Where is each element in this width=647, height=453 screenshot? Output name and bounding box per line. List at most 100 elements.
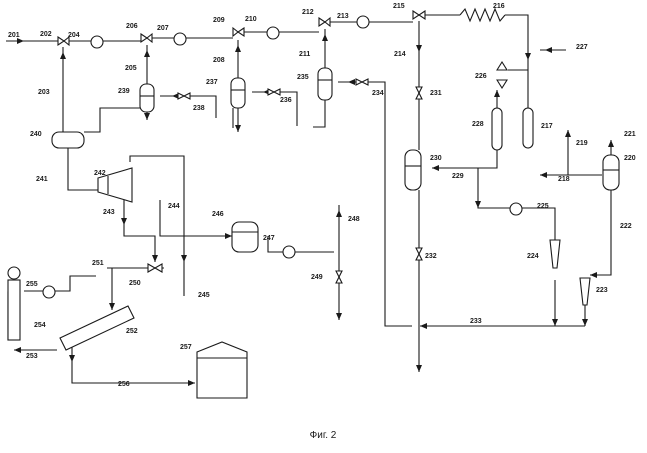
label-240: 240 — [30, 131, 42, 138]
reference-labels: 201 202 203 204 205 206 207 208 209 210 … — [8, 3, 636, 388]
label-224: 224 — [527, 253, 539, 260]
label-226: 226 — [475, 73, 487, 80]
valve-212 — [318, 16, 331, 28]
valve-250 — [147, 263, 163, 273]
label-215: 215 — [393, 3, 405, 10]
label-248: 248 — [348, 216, 360, 223]
label-255: 255 — [26, 281, 38, 288]
column-239 — [139, 83, 155, 113]
label-227: 227 — [576, 44, 588, 51]
label-249: 249 — [311, 274, 323, 281]
pump-213 — [356, 15, 370, 29]
pump-207 — [173, 32, 187, 46]
label-246: 246 — [212, 211, 224, 218]
label-237: 237 — [206, 79, 218, 86]
pump-247 — [282, 245, 296, 259]
label-229: 229 — [452, 173, 464, 180]
label-238: 238 — [193, 105, 205, 112]
column-235 — [317, 67, 333, 101]
label-205: 205 — [125, 65, 137, 72]
tank-257 — [196, 341, 248, 399]
label-223: 223 — [596, 287, 608, 294]
valve-238 — [177, 92, 191, 100]
valve-202 — [57, 35, 70, 47]
hydrocyclone-223 — [579, 277, 591, 306]
label-210: 210 — [245, 16, 257, 23]
label-204: 204 — [68, 32, 80, 39]
label-234: 234 — [372, 90, 384, 97]
label-253: 253 — [26, 353, 38, 360]
equipment — [7, 7, 620, 399]
label-230: 230 — [430, 155, 442, 162]
label-252: 252 — [126, 328, 138, 335]
label-221: 221 — [624, 131, 636, 138]
label-203: 203 — [38, 89, 50, 96]
label-219: 219 — [576, 140, 588, 147]
label-236: 236 — [280, 97, 292, 104]
label-214: 214 — [394, 51, 406, 58]
label-256: 256 — [118, 381, 130, 388]
label-241: 241 — [36, 176, 48, 183]
valve-209 — [232, 26, 245, 38]
column-254 — [7, 266, 21, 341]
heater-216 — [459, 7, 506, 23]
column-237 — [230, 77, 246, 109]
label-257: 257 — [180, 344, 192, 351]
exchanger-240 — [51, 131, 85, 149]
column-230 — [404, 149, 422, 191]
label-222: 222 — [620, 223, 632, 230]
valve-231 — [415, 86, 423, 100]
label-228: 228 — [472, 121, 484, 128]
valve-249 — [335, 270, 343, 284]
pump-225 — [509, 202, 523, 216]
vessel-228 — [491, 107, 503, 151]
valve-215 — [412, 9, 426, 21]
pump-210 — [266, 26, 280, 40]
valve-236 — [267, 88, 281, 96]
label-202: 202 — [40, 31, 52, 38]
label-208: 208 — [213, 57, 225, 64]
piping-lines — [6, 14, 612, 384]
flow-arrows — [14, 34, 614, 386]
label-244: 244 — [168, 203, 180, 210]
label-211: 211 — [299, 51, 310, 58]
label-218: 218 — [558, 176, 570, 183]
label-250: 250 — [129, 280, 141, 287]
label-213: 213 — [337, 13, 349, 20]
pump-204 — [90, 35, 104, 49]
hydrocyclone-224 — [549, 239, 561, 269]
drum-246 — [231, 221, 259, 253]
label-247: 247 — [263, 235, 275, 242]
vessel-217 — [522, 107, 534, 149]
label-233: 233 — [470, 318, 482, 325]
pump-255 — [42, 285, 56, 299]
label-242: 242 — [94, 170, 106, 177]
label-239: 239 — [118, 88, 130, 95]
label-207: 207 — [157, 25, 169, 32]
label-212: 212 — [302, 9, 314, 16]
valve-234 — [355, 78, 369, 86]
column-220 — [602, 154, 620, 191]
label-245: 245 — [198, 292, 210, 299]
label-254: 254 — [34, 322, 46, 329]
valve-226 — [496, 60, 508, 90]
label-225: 225 — [537, 203, 549, 210]
label-216: 216 — [493, 3, 505, 10]
label-209: 209 — [213, 17, 225, 24]
label-206: 206 — [126, 23, 138, 30]
label-231: 231 — [430, 90, 442, 97]
label-220: 220 — [624, 155, 636, 162]
label-243: 243 — [103, 209, 115, 216]
label-217: 217 — [541, 123, 553, 130]
label-232: 232 — [425, 253, 437, 260]
label-235: 235 — [297, 74, 309, 81]
valve-206 — [140, 32, 153, 44]
valve-232 — [415, 247, 423, 261]
figure-caption: Фиг. 2 — [310, 430, 337, 441]
label-251: 251 — [92, 260, 104, 267]
compressor-242 — [97, 167, 133, 203]
conveyor-252 — [59, 305, 135, 351]
label-201: 201 — [8, 32, 20, 39]
